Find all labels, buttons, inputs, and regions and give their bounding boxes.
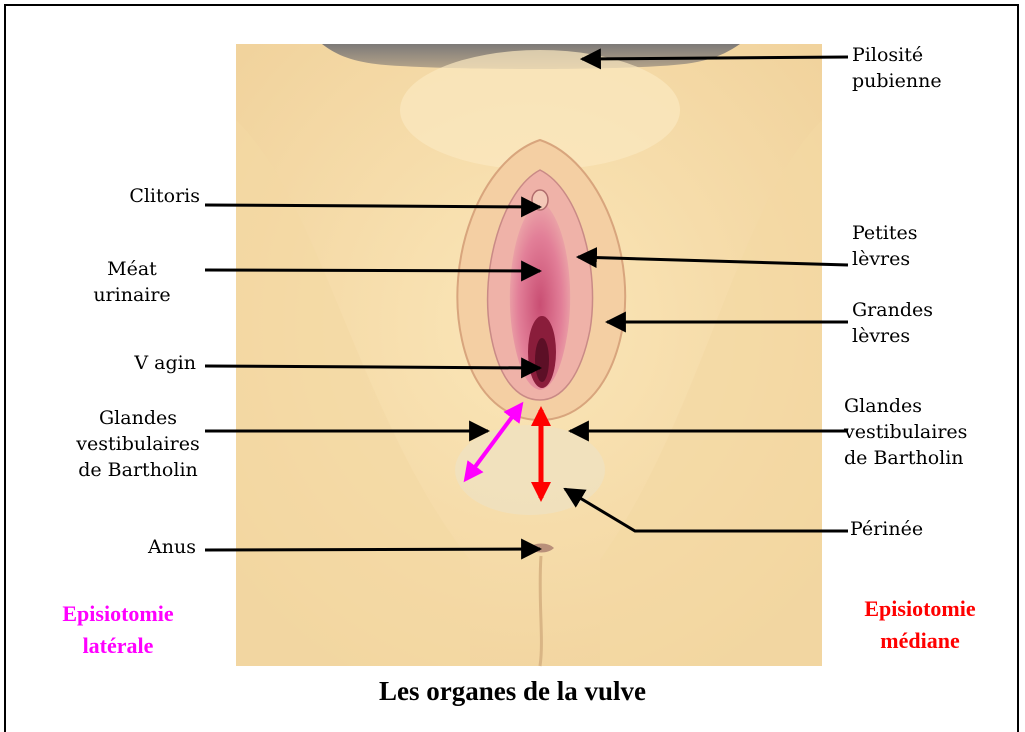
label-pilosite: Pilosité pubienne	[852, 42, 942, 94]
label-glandes-left-line3: de Bartholin	[66, 457, 210, 483]
label-pilosite-line2: pubienne	[852, 68, 942, 94]
caption-lateral-line2: latérale	[28, 630, 208, 662]
label-vagin-line: V agin	[64, 350, 196, 376]
label-grandes-levres: Grandes lèvres	[852, 297, 933, 349]
label-pilosite-line1: Pilosité	[852, 42, 942, 68]
pointer-meat	[205, 270, 540, 271]
label-petites-levres: Petites lèvres	[852, 220, 918, 272]
caption-median-line1: Episiotomie	[830, 593, 1010, 625]
label-vagin: V agin	[64, 350, 196, 376]
label-glandes-right-line1: Glandes	[844, 393, 967, 419]
label-perinee: Périnée	[850, 516, 923, 542]
pointer-vagin	[205, 366, 540, 368]
vaginal-opening-inner	[535, 338, 549, 382]
pointer-pilosite	[582, 57, 848, 59]
label-glandes-right-line3: de Bartholin	[844, 445, 967, 471]
caption-median-line2: médiane	[830, 625, 1010, 657]
pointer-anus	[205, 549, 540, 550]
label-anus: Anus	[64, 534, 196, 560]
label-glandes-left: Glandes vestibulaires de Bartholin	[66, 405, 210, 483]
perineum-area	[455, 425, 605, 515]
gluteal-cleft	[540, 556, 541, 666]
pointer-clitoris	[205, 205, 540, 207]
label-glandes-right: Glandes vestibulaires de Bartholin	[844, 393, 967, 471]
label-meat-line1: Méat	[64, 256, 200, 282]
caption-lateral-line1: Episiotomie	[28, 598, 208, 630]
label-meat-urinaire: Méat urinaire	[64, 256, 200, 308]
label-grandes-line1: Grandes	[852, 297, 933, 323]
label-grandes-line2: lèvres	[852, 323, 933, 349]
label-perinee-line: Périnée	[850, 516, 923, 542]
label-clitoris-line: Clitoris	[64, 183, 200, 209]
figure-title: Les organes de la vulve	[0, 676, 1025, 707]
caption-episiotomie-laterale: Episiotomie latérale	[28, 598, 208, 662]
label-clitoris: Clitoris	[64, 183, 200, 209]
label-glandes-left-line2: vestibulaires	[66, 431, 210, 457]
label-glandes-right-line2: vestibulaires	[844, 419, 967, 445]
label-petites-line2: lèvres	[852, 246, 918, 272]
label-meat-line2: urinaire	[64, 282, 200, 308]
label-anus-line: Anus	[64, 534, 196, 560]
label-glandes-left-line1: Glandes	[66, 405, 210, 431]
caption-episiotomie-mediane: Episiotomie médiane	[830, 593, 1010, 657]
label-petites-line1: Petites	[852, 220, 918, 246]
